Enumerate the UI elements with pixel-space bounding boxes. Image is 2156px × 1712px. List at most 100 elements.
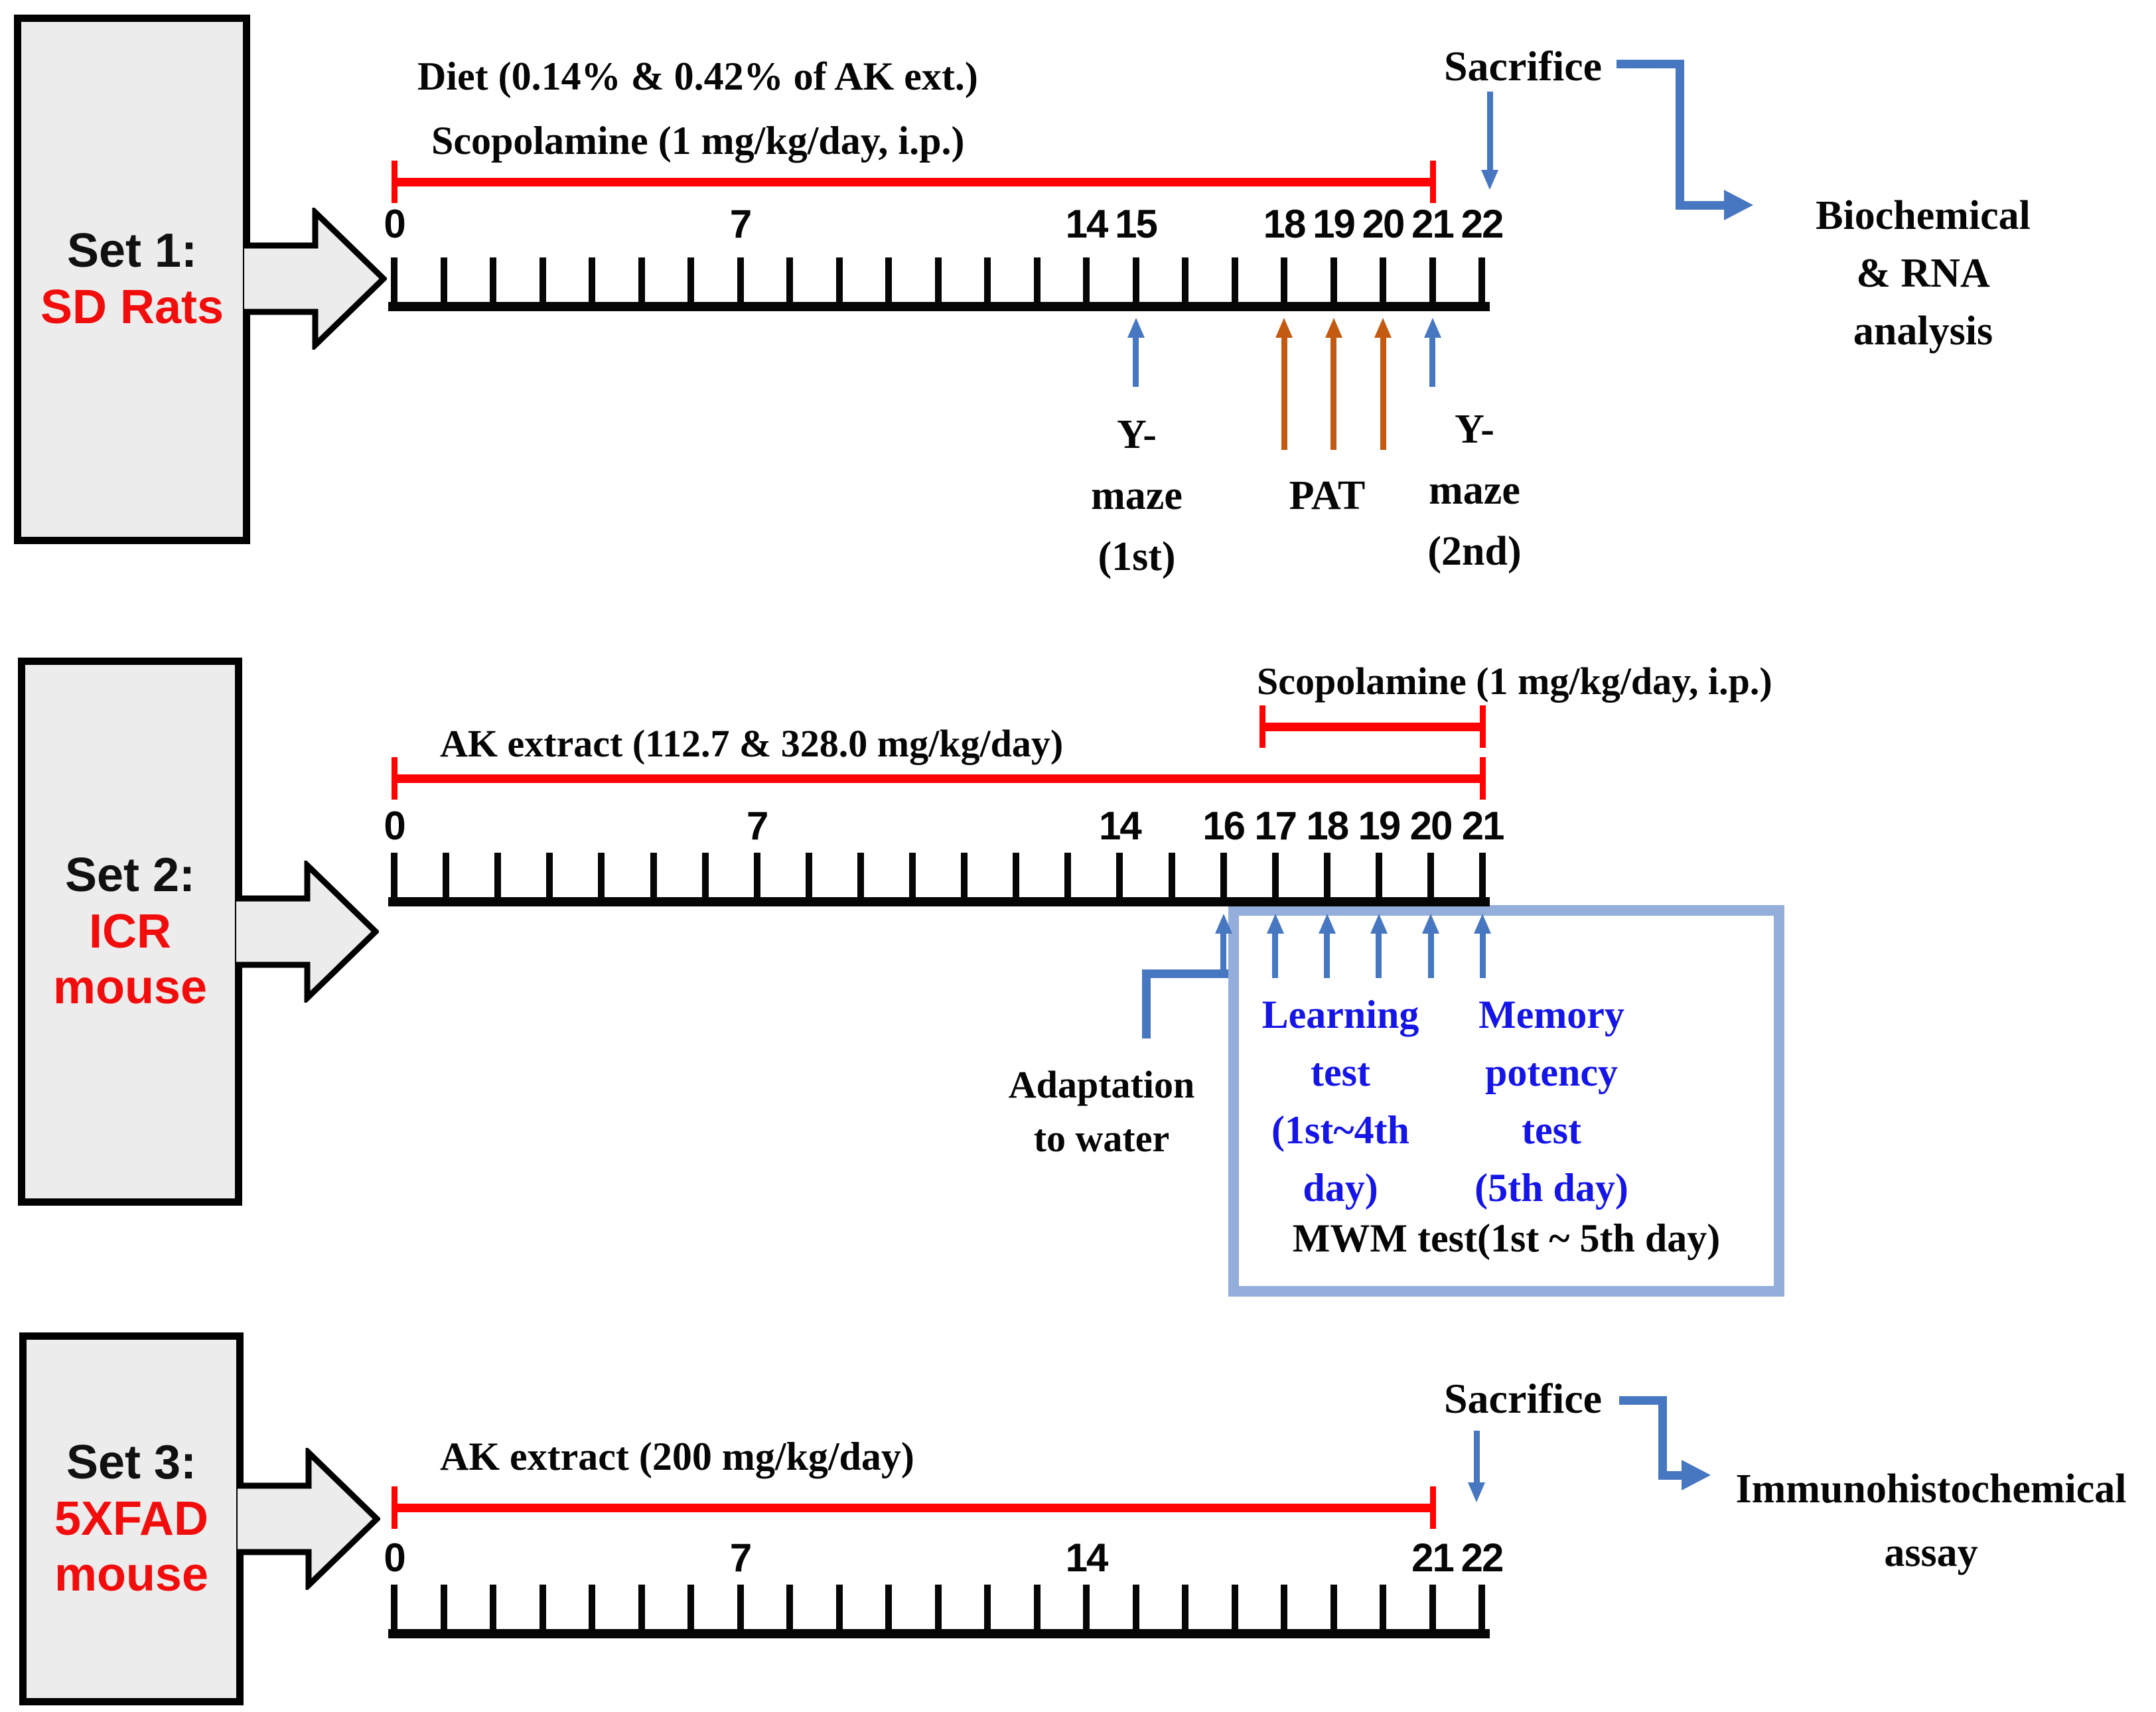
set3-ruler-tick bbox=[1478, 1585, 1485, 1631]
set2-day-label: 17 bbox=[1254, 804, 1297, 848]
set1-bar-end-cap bbox=[1429, 161, 1436, 203]
set1-label: Set 1: bbox=[66, 224, 198, 278]
set1-ruler-tick bbox=[1478, 257, 1485, 304]
set1-ruler-tick bbox=[934, 257, 942, 304]
set1-ruler-tick bbox=[1033, 257, 1041, 304]
set3-ruler-tick bbox=[1083, 1585, 1090, 1631]
set2-adaptation-connector-v bbox=[1142, 969, 1151, 1038]
set3-ruler-tick bbox=[1380, 1585, 1386, 1631]
set2-adaptation-connector-h bbox=[1142, 969, 1228, 978]
set2-day-label: 20 bbox=[1409, 804, 1453, 848]
set3-ruler-tick bbox=[1182, 1585, 1188, 1631]
set2-ruler-tick bbox=[1427, 853, 1434, 899]
set1-block-arrow-icon bbox=[244, 208, 387, 350]
set1-ruler-tick bbox=[687, 257, 694, 304]
set3-ruler-tick bbox=[1231, 1585, 1238, 1631]
set1-event-arrow-orange-day20 bbox=[1374, 318, 1392, 450]
set2-day-label: 19 bbox=[1358, 804, 1401, 848]
set3-ruler-tick bbox=[984, 1585, 991, 1631]
set3-ruler-tick bbox=[1429, 1585, 1436, 1631]
set3-sacrifice-label: Sacrifice bbox=[1443, 1375, 1603, 1422]
set3-ruler-tick bbox=[490, 1585, 496, 1631]
set1-ruler-tick bbox=[589, 257, 595, 304]
set1-ruler-tick bbox=[885, 257, 892, 304]
set1-sacrifice-label: Sacrifice bbox=[1443, 42, 1603, 90]
set2-adaptation-label: Adaptation to water bbox=[1008, 1063, 1195, 1161]
set3-ruler-tick bbox=[1281, 1585, 1287, 1631]
set1-ruler-tick bbox=[539, 257, 546, 304]
set2-ruler-tick bbox=[1064, 853, 1072, 899]
set2-ak-extract-label: AK extract (112.7 & 328.0 mg/kg/day) bbox=[440, 722, 1064, 765]
set3-connector-h2 bbox=[1658, 1471, 1686, 1480]
set2-ruler-tick bbox=[598, 853, 605, 899]
set2-ruler-tick bbox=[546, 853, 553, 899]
set2-ruler-tick bbox=[443, 853, 450, 899]
set1-bar-start-cap bbox=[392, 161, 397, 203]
set3-ruler-tick bbox=[934, 1585, 942, 1631]
set1-day-label: 18 bbox=[1263, 202, 1307, 246]
set1-ruler-tick bbox=[1380, 257, 1386, 304]
set1-strain-label: SD Rats bbox=[40, 281, 224, 334]
set1-connector-h1 bbox=[1617, 60, 1684, 68]
set3-ruler-tick bbox=[737, 1585, 744, 1631]
set2-treatment-bar bbox=[1262, 723, 1483, 731]
set2-ruler-tick bbox=[1168, 853, 1175, 899]
set2-bar-start-cap bbox=[1259, 705, 1266, 748]
set1-ruler-baseline bbox=[388, 302, 1490, 311]
set1-ruler-tick bbox=[1231, 257, 1238, 304]
set3-connector-h1 bbox=[1619, 1396, 1667, 1405]
set3-ruler-tick bbox=[835, 1585, 843, 1631]
set2-ruler-tick bbox=[805, 853, 812, 899]
set1-ruler-tick bbox=[638, 257, 645, 304]
set2-bar-end-cap bbox=[1480, 757, 1486, 800]
set1-ruler-tick bbox=[1281, 257, 1287, 304]
set3-ruler-tick bbox=[440, 1585, 447, 1631]
set1-event-arrow-orange-day19 bbox=[1325, 318, 1342, 450]
set1-day-label: 21 bbox=[1411, 202, 1455, 246]
set3-ruler-baseline bbox=[388, 1629, 1490, 1638]
set2-ruler-baseline bbox=[388, 897, 1490, 906]
set2-mwm-footer-label: MWM test(1st ~ 5th day) bbox=[1292, 1216, 1721, 1260]
set2-ruler-tick bbox=[961, 853, 968, 899]
set1-ruler-tick bbox=[440, 257, 447, 304]
set1-day-label: 19 bbox=[1313, 202, 1356, 246]
set1-scopolamine-label: Scopolamine (1 mg/kg/day, i.p.) bbox=[431, 119, 965, 163]
set2-treatment-bar bbox=[394, 774, 1483, 783]
set1-ruler-tick bbox=[737, 257, 744, 304]
set3-day-label: 0 bbox=[384, 1535, 405, 1580]
set3-ruler-tick bbox=[539, 1585, 546, 1631]
set1-ymaze2-label: Y- maze (2nd) bbox=[1427, 407, 1522, 574]
set3-group-box: Set 3: 5XFAD mouse bbox=[19, 1332, 244, 1705]
set2-day-label: 18 bbox=[1306, 804, 1349, 848]
set3-bar-end-cap bbox=[1429, 1486, 1436, 1529]
set2-event-arrow-blue-day20 bbox=[1422, 914, 1439, 978]
set1-day-label: 15 bbox=[1115, 202, 1158, 246]
set2-memory-potency-label: Memory potency test (5th day) bbox=[1474, 993, 1628, 1210]
set1-day-label: 22 bbox=[1461, 202, 1504, 246]
set1-treatment-bar bbox=[394, 178, 1433, 186]
set3-ruler-tick bbox=[589, 1585, 595, 1631]
set1-connector-arrowhead-icon bbox=[1724, 190, 1753, 220]
set3-treatment-bar bbox=[394, 1504, 1433, 1512]
set2-day-label: 7 bbox=[747, 804, 768, 848]
set2-ruler-tick bbox=[650, 853, 657, 899]
set1-ruler-tick bbox=[1429, 257, 1436, 304]
set3-ruler-tick bbox=[391, 1585, 397, 1631]
set1-event-arrow-blue-day21 bbox=[1423, 318, 1441, 387]
set2-scopolamine-label: Scopolamine (1 mg/kg/day, i.p.) bbox=[1257, 660, 1772, 703]
set3-ruler-tick bbox=[1033, 1585, 1041, 1631]
set3-day-label: 14 bbox=[1065, 1535, 1109, 1580]
set1-sacrifice-arrow-icon bbox=[1481, 92, 1498, 190]
set2-ruler-tick bbox=[857, 853, 864, 899]
set2-mwm-test-box bbox=[1228, 905, 1784, 1297]
set3-block-arrow-icon bbox=[238, 1448, 380, 1590]
set2-event-arrow-blue-day16 bbox=[1214, 914, 1232, 978]
set1-group-box: Set 1: SD Rats bbox=[14, 15, 250, 544]
set1-ruler-tick bbox=[1132, 257, 1139, 304]
set1-ruler-tick bbox=[1330, 257, 1337, 304]
set3-day-label: 22 bbox=[1461, 1535, 1504, 1580]
set3-sacrifice-arrow-icon bbox=[1468, 1431, 1485, 1502]
set1-pat-label: PAT bbox=[1289, 473, 1366, 518]
set2-day-label: 0 bbox=[384, 804, 405, 848]
